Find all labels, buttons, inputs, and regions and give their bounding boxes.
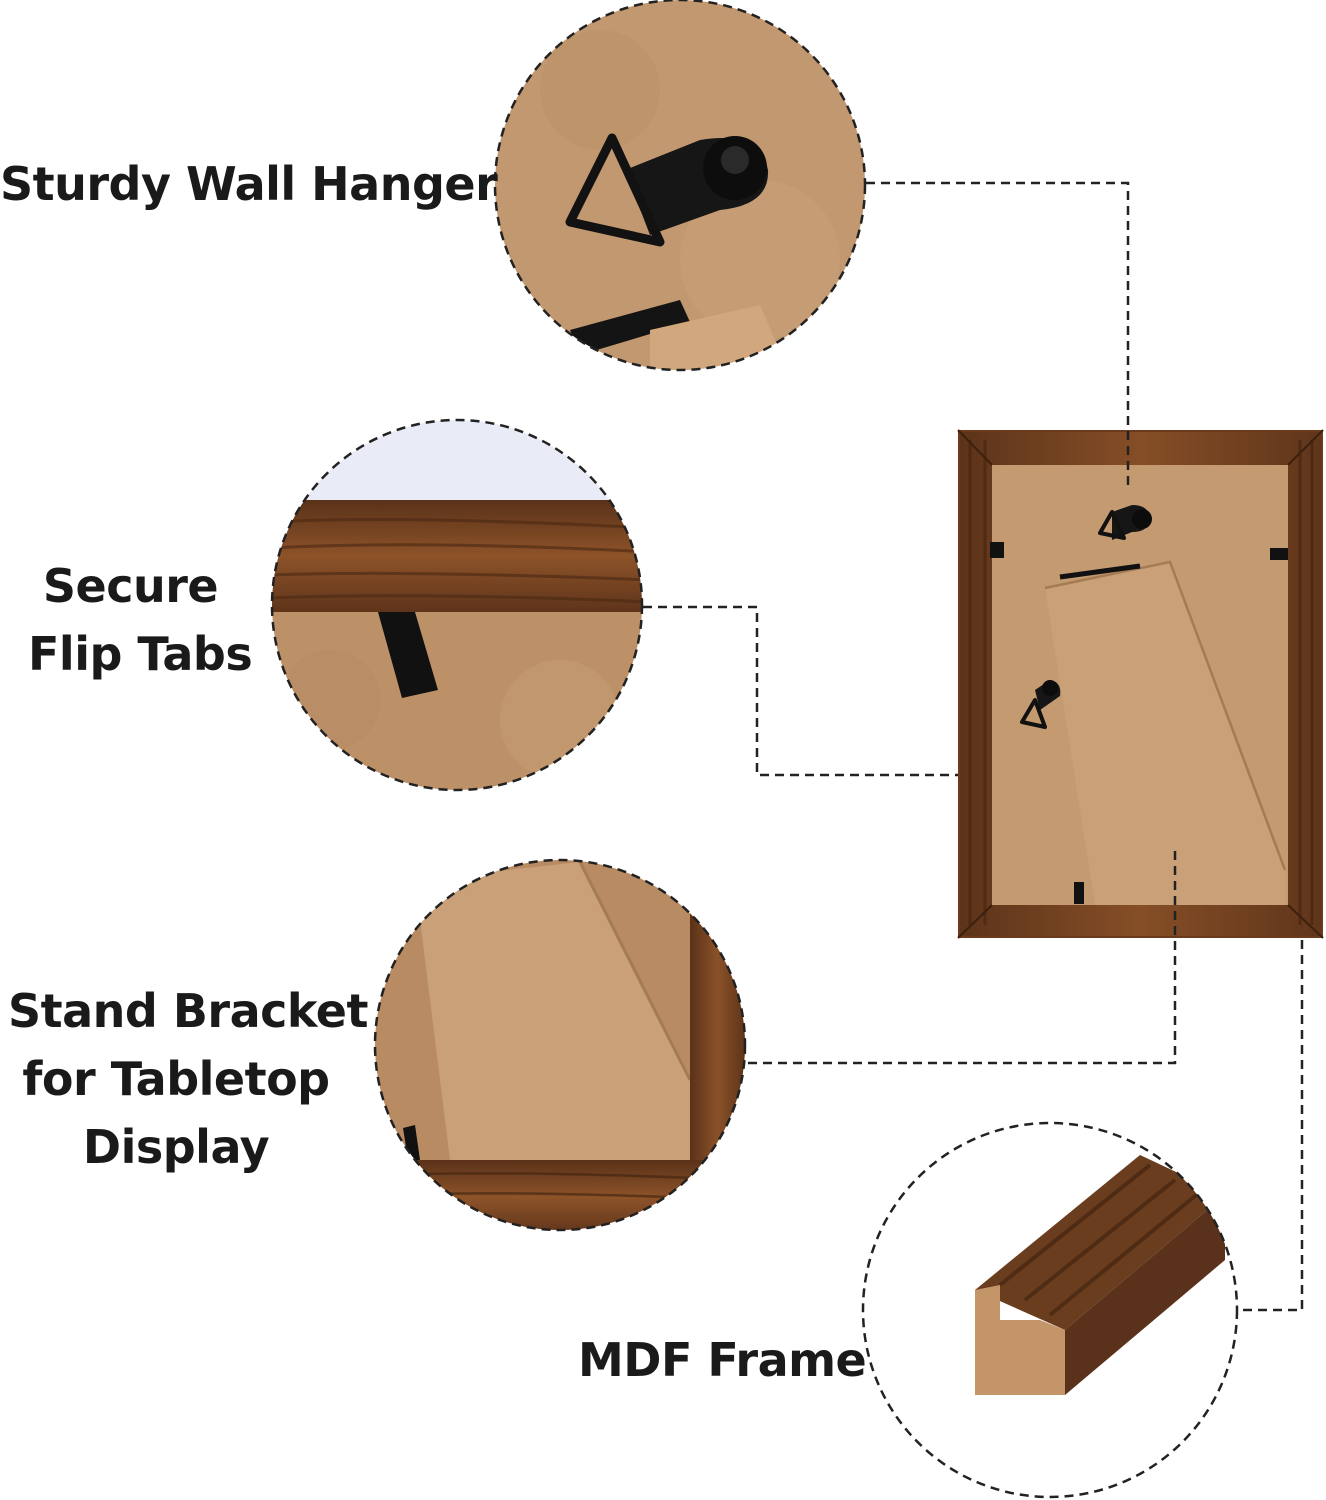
label-stand-bracket-line-1: Stand Bracket [8, 984, 368, 1038]
stand-bracket-detail-circle [373, 858, 747, 1232]
connector-stand-bracket [748, 850, 1177, 1065]
label-secure-flip-tabs-line-2: Flip Tabs [28, 627, 253, 681]
connector-mdf-frame [1237, 940, 1304, 1312]
label-sturdy-wall-hanger-text: Sturdy Wall Hanger [0, 157, 498, 211]
connector-wall-hanger [866, 181, 1130, 490]
wall-hanger-detail-circle [493, 0, 867, 372]
connector-flip-tabs [643, 605, 958, 777]
label-secure-flip-tabs-line-1: Secure [42, 559, 219, 613]
mdf-frame-detail-circle [861, 1121, 1239, 1499]
picture-frame-back [957, 429, 1324, 939]
label-mdf-frame: MDF Frame [578, 1326, 867, 1394]
connector-lines [643, 181, 1304, 1312]
label-mdf-frame-text: MDF Frame [578, 1333, 867, 1387]
label-stand-bracket-line-2: for Tabletop [22, 1052, 330, 1106]
label-secure-flip-tabs: Secure Flip Tabs [28, 552, 253, 688]
label-stand-bracket: Stand Bracket for Tabletop Display [8, 977, 368, 1181]
flip-tabs-detail-circle [270, 418, 644, 792]
label-stand-bracket-line-3: Display [82, 1120, 270, 1174]
label-sturdy-wall-hanger: Sturdy Wall Hanger [0, 150, 498, 218]
